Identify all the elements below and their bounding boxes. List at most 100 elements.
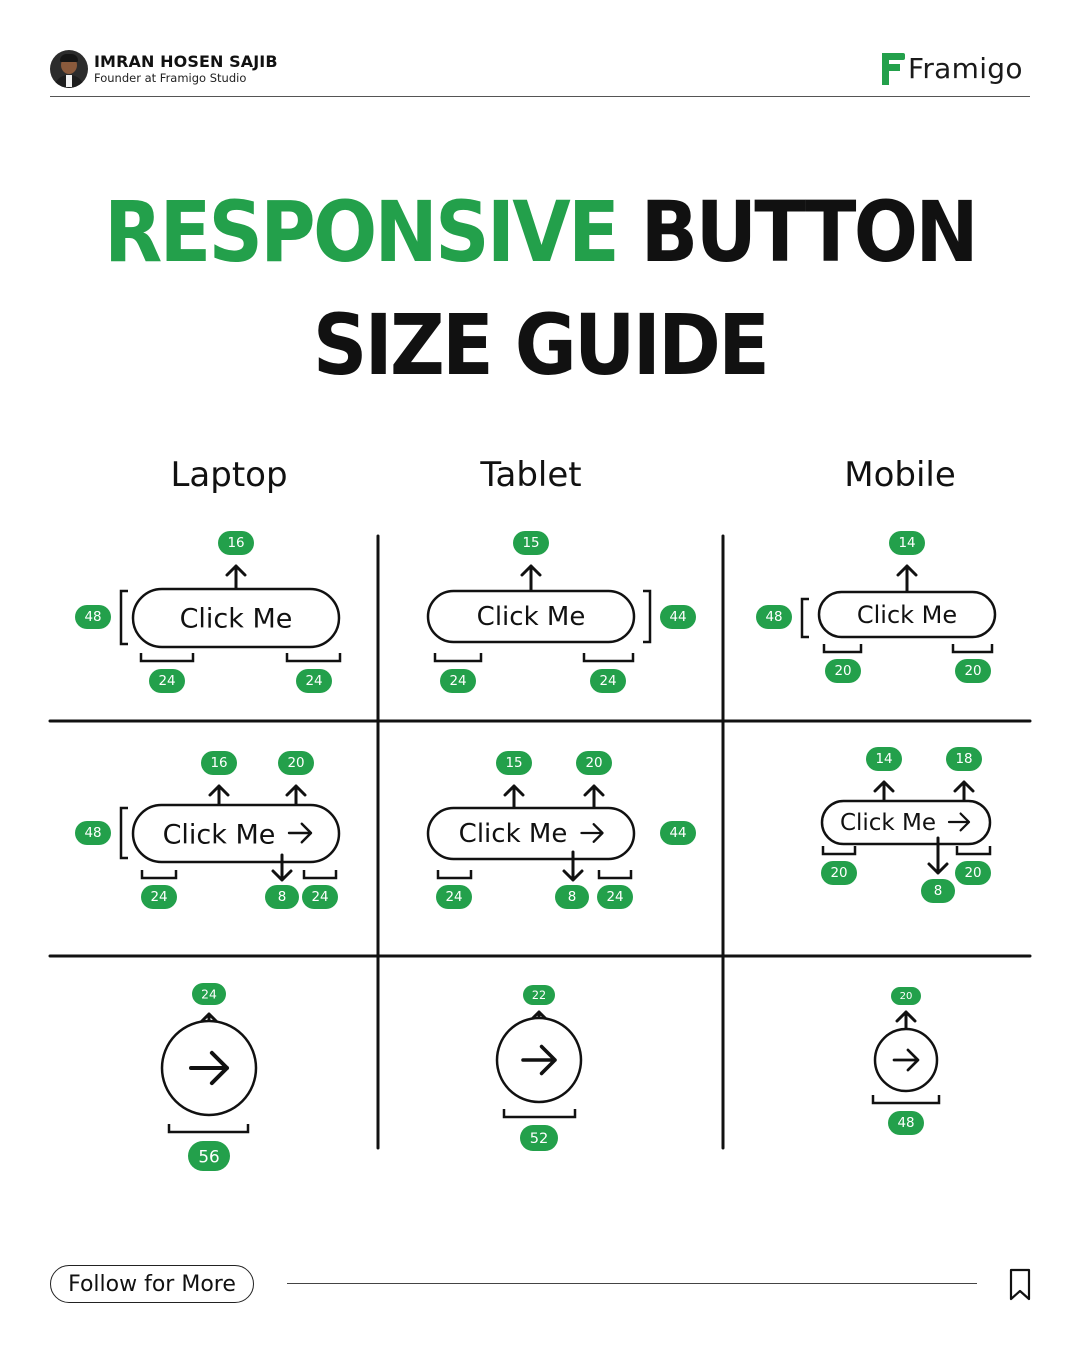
tablet-circle-icon-size-badge: 22 (532, 989, 546, 1002)
mobile-circle-icon-size-badge-pill (891, 987, 921, 1005)
mobile-icon-padding-right-bracket (955, 846, 992, 856)
mobile-icon-padding-left-bracket (821, 846, 857, 856)
column-heading-tablet: Tablet (480, 455, 582, 495)
mobile-circle-diameter-bracket (871, 1095, 941, 1105)
tablet-text-height-badge: 44 (669, 610, 686, 625)
laptop-circle-diameter-badge-pill (188, 1141, 230, 1171)
author-role: Founder at Framigo Studio (94, 70, 247, 85)
laptop-text-padding-left-badge: 24 (158, 674, 175, 689)
mobile-circle-icon-arrow (895, 1010, 917, 1030)
mobile-text-height-badge: 48 (765, 610, 782, 625)
mobile-icon-button-arrow-icon (947, 812, 971, 832)
avatar (50, 50, 88, 88)
laptop-circle-icon-size-badge: 24 (201, 988, 217, 1002)
laptop-text-button (131, 587, 341, 649)
laptop-text-font-arrow (225, 564, 247, 594)
follow-button[interactable]: Follow for More (50, 1265, 254, 1303)
laptop-icon-gap-badge-pill (265, 885, 299, 909)
laptop-circle-diameter-badge: 56 (198, 1147, 219, 1167)
mobile-icon-button-label: Click Me (840, 810, 936, 836)
tablet-icon-font-size-badge-pill (496, 751, 532, 775)
laptop-text-padding-right-badge: 24 (305, 674, 322, 689)
mobile-icon-padding-right-badge: 20 (964, 866, 981, 881)
mobile-text-padding-right-badge: 20 (964, 664, 981, 679)
tablet-icon-gap-badge: 8 (568, 890, 577, 905)
author-name: IMRAN HOSEN SAJIB (94, 52, 278, 72)
column-heading-mobile: Mobile (844, 455, 956, 495)
tablet-text-font-size-badge-pill (513, 531, 549, 555)
footer-divider (287, 1283, 977, 1284)
laptop-icon-button (131, 803, 341, 864)
mobile-circle-diameter-badge: 48 (897, 1116, 914, 1131)
mobile-text-height-bracket (800, 597, 809, 639)
tablet-icon-padding-left-bracket (436, 870, 473, 880)
mobile-text-font-size-badge-pill (889, 531, 925, 555)
laptop-circle-diameter-bracket (167, 1124, 250, 1134)
tablet-circle-diameter-badge: 52 (530, 1130, 549, 1147)
mobile-text-button-label: Click Me (857, 601, 957, 629)
tablet-icon-size-arrow (583, 784, 605, 812)
laptop-icon-height-badge: 48 (84, 826, 101, 841)
mobile-circle-icon-size-badge: 20 (900, 991, 913, 1002)
tablet-text-padding-left-badge: 24 (449, 674, 466, 689)
laptop-text-font-size-badge-pill (218, 531, 254, 555)
bookmark-icon[interactable] (1008, 1268, 1032, 1302)
laptop-icon-font-size-badge-pill (201, 751, 237, 775)
laptop-icon-padding-right-bracket (302, 870, 338, 880)
mobile-icon-gap-badge: 8 (934, 884, 943, 899)
laptop-icon-icon-size-badge-pill (278, 751, 314, 775)
header-divider (50, 96, 1030, 97)
mobile-circle-diameter-badge-pill (888, 1111, 924, 1135)
mobile-text-font-arrow (896, 564, 918, 596)
laptop-icon-gap-arrow (271, 853, 293, 882)
tablet-icon-font-size-badge: 15 (505, 756, 522, 771)
tablet-text-padding-right-bracket (582, 653, 635, 663)
tablet-text-height-badge-pill (660, 605, 696, 629)
column-heading-laptop: Laptop (170, 455, 288, 495)
tablet-icon-font-arrow (503, 784, 525, 812)
mobile-text-padding-left-badge-pill (825, 659, 861, 683)
laptop-text-padding-right-bracket (285, 653, 342, 663)
laptop-icon-gap-badge: 8 (278, 890, 287, 905)
laptop-text-font-size-badge: 16 (227, 536, 244, 551)
mobile-text-button (817, 590, 997, 639)
tablet-icon-gap-badge-pill (555, 885, 589, 909)
laptop-text-height-badge: 48 (84, 610, 101, 625)
page-title-line-1: RESPONSIVE BUTTON (54, 190, 1026, 274)
laptop-text-height-bracket (119, 589, 128, 646)
mobile-icon-padding-left-badge: 20 (830, 866, 847, 881)
mobile-icon-icon-size-badge: 18 (955, 752, 972, 767)
laptop-circle-arrow-icon (189, 1050, 229, 1086)
laptop-icon-button-arrow-icon (287, 822, 313, 844)
mobile-text-padding-right-bracket (951, 644, 994, 654)
mobile-text-font-size-badge: 14 (898, 536, 915, 551)
tablet-icon-button-arrow-icon (580, 823, 604, 843)
mobile-text-padding-left-bracket (822, 644, 863, 654)
laptop-icon-button-label: Click Me (163, 820, 276, 851)
tablet-circle-icon-size-badge-pill (523, 985, 555, 1005)
title-rest: BUTTON (617, 183, 979, 281)
laptop-icon-padding-left-badge-pill (141, 885, 177, 909)
laptop-icon-padding-right-badge-pill (302, 885, 338, 909)
tablet-text-font-size-badge: 15 (522, 536, 539, 551)
mobile-icon-font-size-badge-pill (866, 747, 902, 771)
brand-logo: Framigo (879, 52, 1023, 85)
tablet-icon-padding-right-badge: 24 (606, 890, 623, 905)
tablet-icon-height-badge: 44 (669, 826, 686, 841)
tablet-circle-diameter-badge-pill (520, 1125, 558, 1151)
mobile-icon-font-size-badge: 14 (875, 752, 892, 767)
laptop-text-padding-right-badge-pill (296, 669, 332, 693)
tablet-text-height-bracket (643, 589, 652, 644)
laptop-circle-icon-size-badge-pill (192, 983, 226, 1005)
mobile-icon-padding-right-badge-pill (955, 861, 991, 885)
tablet-icon-padding-left-badge: 24 (445, 890, 462, 905)
tablet-text-padding-left-bracket (433, 653, 483, 663)
mobile-text-height-badge-pill (756, 605, 792, 629)
tablet-icon-icon-size-badge-pill (576, 751, 612, 775)
page-title-line-2: SIZE GUIDE (312, 296, 770, 394)
tablet-text-padding-right-badge-pill (590, 669, 626, 693)
laptop-icon-height-badge-pill (75, 821, 111, 845)
mobile-icon-button (820, 799, 992, 846)
